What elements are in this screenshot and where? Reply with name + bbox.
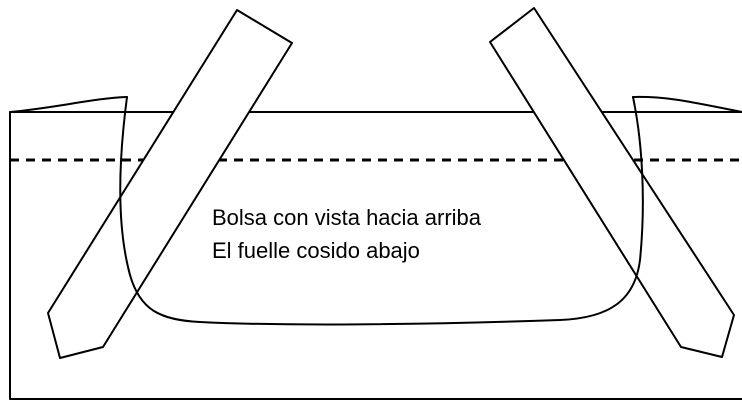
right-strap [489, 7, 735, 358]
left-strap [47, 9, 293, 359]
left-fold-line [9, 96, 128, 113]
right-fold-line [632, 95, 742, 113]
gusset-outline [119, 96, 644, 326]
bag-outline [9, 111, 742, 400]
caption-line-1: Bolsa con vista hacia arriba [212, 205, 482, 230]
caption-line-2: El fuelle cosido abajo [212, 238, 420, 263]
